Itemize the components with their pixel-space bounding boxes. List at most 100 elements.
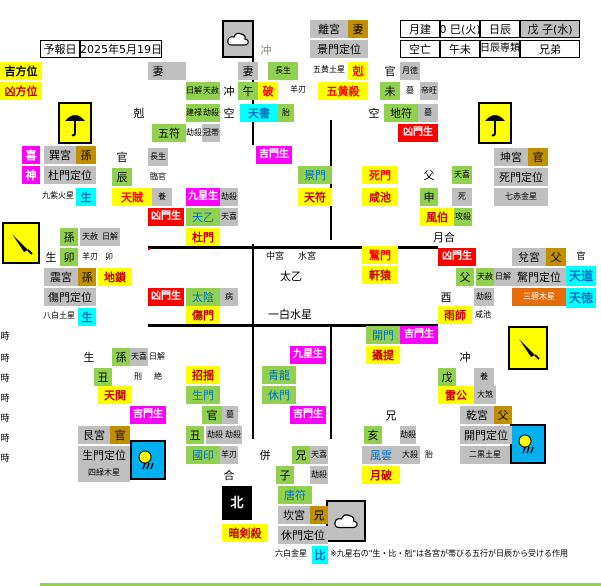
cell-gate: 休門 <box>262 386 296 404</box>
cell-tiny: 時 <box>0 331 10 342</box>
cell-tiny: 胎 <box>425 450 433 459</box>
cell-char: 空 <box>223 106 235 120</box>
cell-char: 官 <box>202 406 222 424</box>
cell-tiny: 墓 <box>418 104 438 122</box>
cell-tiny: 天喜 <box>310 446 328 464</box>
cell-star: 風伯 <box>420 208 454 226</box>
cell-gate: 九星生 <box>290 346 326 364</box>
cell-tiny: 天赦 <box>202 82 220 100</box>
palace-qian-label: 開門定位 <box>460 426 512 444</box>
palace-kan-rel: 兄 <box>310 506 328 524</box>
cell-tag: 破 <box>258 82 278 100</box>
footer-note: ※九星右の"生・比・剋"は各宮が帯びる五行が日辰から受ける作用 <box>330 549 569 558</box>
cell-tiny: 日解 <box>149 352 165 361</box>
getsuken-label: 月建 <box>400 20 440 38</box>
cell-gate: 傷門 <box>186 306 220 324</box>
report-date: 2025年5月19日 <box>80 40 162 58</box>
cell-shen: 神 <box>22 166 40 184</box>
nisshin-value: 戊 子(水) <box>520 20 580 38</box>
palace-kun-name: 坤宮 <box>494 148 528 166</box>
cell-star: 天賊 <box>112 188 152 206</box>
cell-tiny: 劫殺 <box>224 426 242 444</box>
palace-kun-rel: 官 <box>528 148 548 166</box>
cell-char: 生 <box>45 250 57 264</box>
cell-tiny: 天喜 <box>220 208 238 226</box>
palace-xun-label: 杜門定位 <box>44 166 96 184</box>
umbrella-icon <box>58 102 92 144</box>
umbrella-closed-icon <box>508 326 548 370</box>
cell-tiny: 長生 <box>268 62 298 80</box>
cell-char: 申 <box>420 188 438 206</box>
cell-star: 雨師 <box>438 306 472 324</box>
cell-tiny: 時 <box>0 353 10 364</box>
grid-line-left <box>252 244 254 439</box>
umbrella-icon <box>478 102 512 144</box>
cell-tiny: 建禄 <box>186 104 202 122</box>
center-taiotsu: 太乙 <box>280 269 302 283</box>
cell-tiny: 時 <box>0 373 10 384</box>
palace-dui-rel: 父 <box>546 248 566 266</box>
cell-star: 暗剣殺 <box>222 524 268 542</box>
cell-char: 卯 <box>60 248 78 266</box>
nisshin-label: 日辰 <box>480 20 520 38</box>
cell-tiny: 卯 <box>105 252 113 261</box>
palace-gen-star: 四緑木星 <box>78 464 130 482</box>
cell-tiny: 日解 <box>186 82 202 100</box>
palace-xun-name: 巽宮 <box>44 146 76 164</box>
cell-tiny: 大殺 <box>400 446 420 464</box>
cell-star: 雷公 <box>438 386 474 404</box>
cell-star: 地符 <box>384 104 418 122</box>
cell-star: 青龍 <box>262 366 296 384</box>
cell-char: 亥 <box>364 426 382 444</box>
cell-char: 兄 <box>385 408 397 422</box>
palace-gen-label: 生門定位 <box>78 446 130 464</box>
palace-li-rel: 妻 <box>348 20 368 38</box>
good-direction-label: 吉方位 <box>0 62 42 80</box>
getsuken-value: 0 巳(火) <box>440 20 480 38</box>
palace-kan-star: 六白金星 <box>275 549 307 558</box>
cell-tiny: 病 <box>220 288 238 306</box>
cell-gate: 九星生 <box>186 188 220 206</box>
cell-char: 辰 <box>112 168 132 186</box>
grid-line-right <box>330 324 332 439</box>
center-chugu: 中宮 <box>265 251 284 262</box>
cell-tiny: 大煞 <box>474 386 496 404</box>
chong-mark: 冲 <box>260 43 272 57</box>
umbrella-closed-icon <box>2 222 40 264</box>
north-marker: 北 <box>222 486 252 520</box>
palace-gen-rel: 官 <box>110 426 130 444</box>
cell-gate: 景門 <box>298 166 332 184</box>
cell-char: 生 <box>83 350 95 364</box>
palace-kan-eff: 比 <box>312 546 328 564</box>
cell-gate: 吉門生 <box>290 406 326 424</box>
cell-gate: 生門 <box>186 386 220 404</box>
kubou-value: 午未 <box>440 40 480 58</box>
nisshin-rel-value: 兄弟 <box>520 40 580 58</box>
bottom-bar <box>40 583 601 586</box>
palace-dui-label: 驚門定位 <box>512 268 566 286</box>
cell-gate: 吉門生 <box>130 406 166 424</box>
palace-xun-star: 九紫火星 <box>42 191 74 200</box>
cell-gate: 死門 <box>362 166 398 184</box>
cell-gate: 凶門生 <box>438 248 476 266</box>
cell-char: 合 <box>223 468 235 482</box>
cell-tiny: 劫殺 <box>206 426 224 444</box>
center-mizu: 水宮 <box>297 251 316 262</box>
cell-tiny: 羊刃 <box>82 252 98 261</box>
palace-zhen-eff: 生 <box>78 308 96 326</box>
cell-tiny: 時 <box>0 453 10 464</box>
palace-kun-label: 死門定位 <box>494 168 548 186</box>
palace-li-eff: 剋 <box>348 62 368 80</box>
center-kyusei: 一白水星 <box>268 307 312 321</box>
cell-tiny: 長生 <box>148 148 168 166</box>
palace-li-gogyo: 五黄殺 <box>318 82 368 100</box>
cell-tiny: 劫殺 <box>220 188 238 206</box>
cell-star: 唐符 <box>278 486 312 504</box>
cell-tiny: 月徳 <box>400 62 420 80</box>
cloud-icon <box>222 20 254 58</box>
palace-qian-name: 乾宮 <box>460 406 494 424</box>
palace-xun-rel: 孫 <box>76 146 96 164</box>
cell-char: 午 <box>238 82 258 100</box>
palace-dui-star: 三碧木星 <box>512 288 566 306</box>
cell-tiny: 墓 <box>222 406 238 424</box>
